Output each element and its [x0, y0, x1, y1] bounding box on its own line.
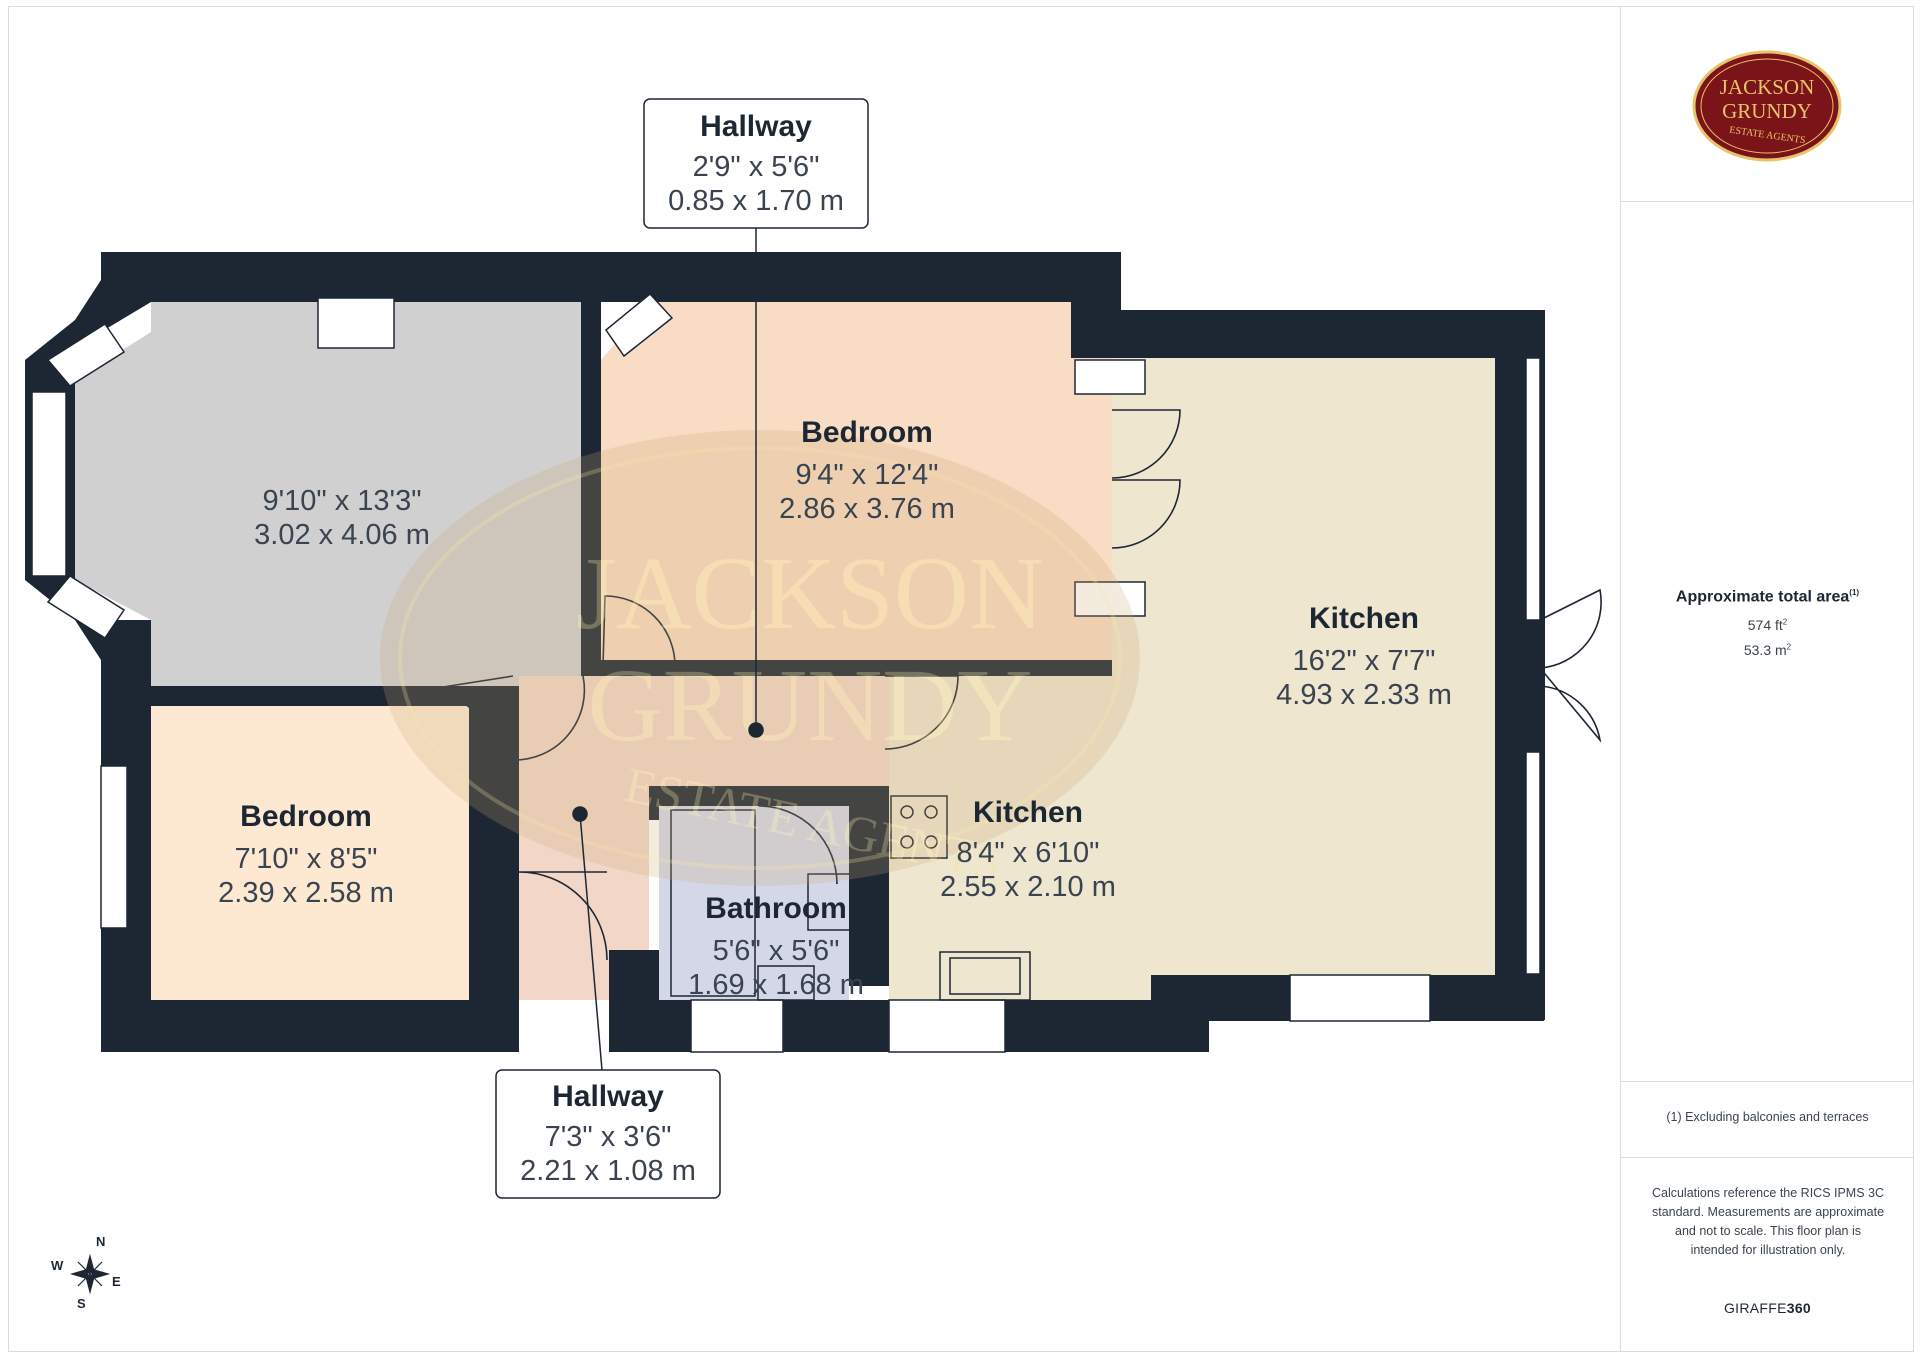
watermark-line1: JACKSON: [576, 536, 1044, 651]
area-sqm: 53.3 m2: [1743, 642, 1792, 658]
disclaimer-section: Calculations reference the RICS IPMS 3C …: [1621, 1158, 1914, 1352]
footnote-section: (1) Excluding balconies and terraces: [1621, 1082, 1914, 1158]
logo-line1: JACKSON: [1720, 75, 1815, 99]
kitchen-fixtures: [670, 795, 1031, 1001]
rooms-fill: [75, 302, 1495, 1000]
kitchen-small-label: Kitchen 8'4" x 6'10" 2.55 x 2.10 m: [940, 796, 1116, 903]
logo-section: JACKSON GRUNDY ESTATE AGENTS: [1621, 6, 1914, 202]
disclaimer-text: Calculations reference the RICS IPMS 3C …: [1651, 1186, 1885, 1257]
compass-icon: N S E W: [51, 1234, 121, 1311]
jackson-grundy-logo: JACKSON GRUNDY ESTATE AGENTS: [1692, 50, 1842, 162]
brand-mark: GIRAFFE360: [1723, 1300, 1812, 1316]
hallway-top-name: Hallway: [700, 110, 812, 143]
hallway-bottom-dim-imperial: 7'3" x 3'6": [545, 1121, 672, 1153]
room-labels: 9'10" x 13'3" 3.02 x 4.06 m Bedroom 9'4"…: [218, 416, 1452, 1001]
compass-e: E: [112, 1274, 121, 1289]
compass-s: S: [77, 1296, 86, 1311]
compass-w: W: [51, 1258, 64, 1273]
bathroom-name: Bathroom: [705, 892, 847, 925]
bedroom-main-dim-imperial: 9'4" x 12'4": [796, 459, 939, 491]
bedroom-small-label: Bedroom 7'10" x 8'5" 2.39 x 2.58 m: [218, 800, 394, 909]
living-room-floor: [75, 302, 581, 686]
bedroom-small-name: Bedroom: [240, 800, 372, 833]
leader-lines: [572, 228, 764, 1071]
footnote: (1) Excluding balconies and terraces: [1666, 1110, 1869, 1124]
doors: [423, 409, 1602, 961]
windows: [31, 292, 1541, 1053]
basin: [757, 965, 815, 1001]
living-dim-imperial: 9'10" x 13'3": [262, 485, 421, 517]
kitchen-small-name: Kitchen: [973, 796, 1083, 829]
kitchen-large-dim-metric: 4.93 x 2.33 m: [1276, 679, 1452, 711]
bedroom-main-name: Bedroom: [801, 416, 933, 449]
kitchen-large-name: Kitchen: [1309, 602, 1419, 635]
kitchen-large-dim-imperial: 16'2" x 7'7": [1293, 645, 1436, 677]
area-sqft: 574 ft2: [1747, 617, 1788, 633]
area-title: Approximate total area(1): [1675, 588, 1860, 606]
kitchen-large-label: Kitchen 16'2" x 7'7" 4.93 x 2.33 m: [1276, 602, 1452, 711]
kitchen-small-dim-imperial: 8'4" x 6'10": [957, 837, 1100, 869]
shower-tray: [670, 809, 756, 997]
bathroom-dim-metric: 1.69 x 1.68 m: [688, 969, 864, 1001]
bedroom-main-floor: [601, 302, 1112, 660]
hallway-bottom-dim-metric: 2.21 x 1.08 m: [520, 1155, 696, 1187]
sink: [939, 951, 1031, 1001]
kitchen-small-floor: [889, 676, 1151, 1000]
hallway-bottom-name: Hallway: [552, 1080, 664, 1113]
bathroom-label: Bathroom 5'6" x 5'6" 1.69 x 1.68 m: [688, 892, 864, 1001]
hallway-top-callout: Hallway 2'9" x 5'6" 0.85 x 1.70 m: [643, 98, 869, 229]
bedroom-small-dim-metric: 2.39 x 2.58 m: [218, 877, 394, 909]
watermark-line2: GRUNDY: [588, 648, 1033, 763]
living-room-label: 9'10" x 13'3" 3.02 x 4.06 m: [254, 485, 430, 551]
logo-line2: GRUNDY: [1722, 99, 1812, 123]
hob: [890, 795, 948, 859]
toilet: [807, 873, 853, 931]
bedroom-small-floor: [151, 706, 469, 1000]
watermark: JACKSON GRUNDY ESTATE AGENTS: [380, 430, 1140, 891]
bedroom-main-label: Bedroom 9'4" x 12'4" 2.86 x 3.76 m: [779, 416, 955, 525]
area-section: Approximate total area(1) 574 ft2 53.3 m…: [1621, 202, 1914, 1082]
hallway-top-dim-imperial: 2'9" x 5'6": [693, 151, 820, 183]
hallway-floor: [519, 676, 889, 1000]
page-frame: [8, 6, 1914, 1352]
compass-n: N: [96, 1234, 105, 1249]
info-sidebar: JACKSON GRUNDY ESTATE AGENTS Approximate…: [1620, 6, 1914, 1352]
living-dim-metric: 3.02 x 4.06 m: [254, 519, 430, 551]
bathroom-floor: [659, 806, 849, 1000]
hallway-bottom-callout: Hallway 7'3" x 3'6" 2.21 x 1.08 m: [495, 1069, 721, 1199]
hallway-top-dim-metric: 0.85 x 1.70 m: [668, 185, 844, 217]
bedroom-main-dim-metric: 2.86 x 3.76 m: [779, 493, 955, 525]
kitchen-small-dim-metric: 2.55 x 2.10 m: [940, 871, 1116, 903]
kitchen-large-floor: [1112, 358, 1495, 975]
bedroom-small-dim-imperial: 7'10" x 8'5": [235, 843, 378, 875]
bathroom-dim-imperial: 5'6" x 5'6": [713, 935, 840, 967]
